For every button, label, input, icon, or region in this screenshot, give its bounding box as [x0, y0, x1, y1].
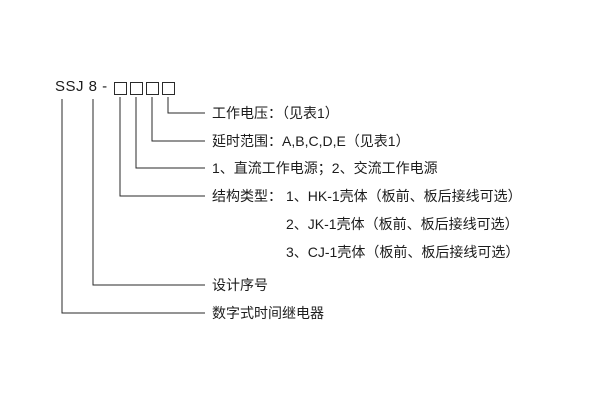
model-code-box-1 [114, 82, 127, 95]
label-power-supply: 1、直流工作电源；2、交流工作电源 [212, 160, 438, 176]
label-structure-type-option-2: 2、JK-1壳体（板前、板后接线可选） [286, 216, 519, 232]
label-structure-type: 结构类型：1、HK-1壳体（板前、板后接线可选） [212, 187, 522, 205]
label-product-name: 数字式时间继电器 [212, 305, 324, 321]
model-code-box-4 [162, 82, 175, 95]
structure-type-title: 结构类型： [212, 188, 282, 204]
label-delay-range: 延时范围：A,B,C,D,E（见表1） [212, 133, 410, 149]
model-code-box-2 [130, 82, 143, 95]
connector-power-supply [135, 97, 205, 169]
model-prefix: SSJ 8 - [55, 78, 108, 95]
connector-delay-range [151, 97, 205, 142]
connector-structure-type [119, 97, 205, 197]
connector-working-voltage [167, 97, 205, 114]
connector-product-name [61, 99, 205, 314]
label-working-voltage: 工作电压：（见表1） [212, 105, 339, 121]
label-design-serial: 设计序号 [212, 277, 268, 293]
structure-type-option-1: 1、HK-1壳体（板前、板后接线可选） [286, 188, 522, 204]
connector-design-serial [92, 99, 205, 286]
model-code-box-3 [146, 82, 159, 95]
label-structure-type-option-3: 3、CJ-1壳体（板前、板后接线可选） [286, 244, 520, 260]
